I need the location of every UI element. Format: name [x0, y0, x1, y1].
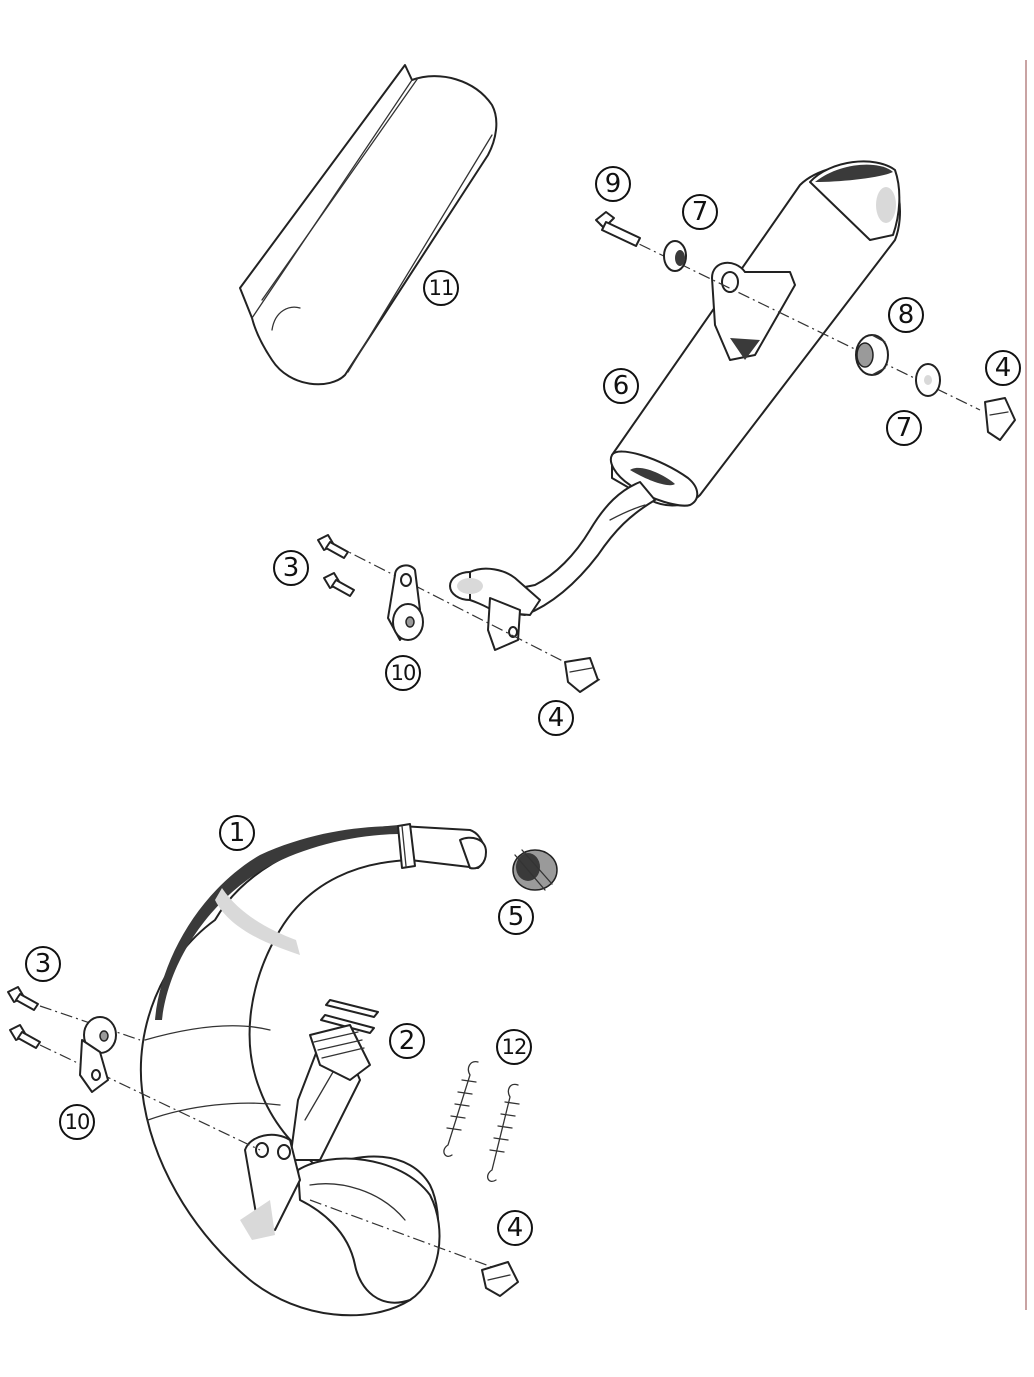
svg-text:7: 7 — [692, 197, 709, 227]
svg-text:2: 2 — [399, 1026, 416, 1056]
svg-text:4: 4 — [995, 353, 1012, 383]
part-8-rubber-grommet — [855, 334, 889, 376]
part-3-bolts-lower — [7, 986, 41, 1049]
part-6-silencer — [449, 160, 901, 651]
svg-text:10: 10 — [65, 1110, 90, 1134]
part-10-bracket-upper — [387, 564, 424, 641]
callout-3: 3 — [273, 550, 309, 586]
part-4-clip-nut-middle — [564, 657, 599, 693]
callout-7: 7 — [682, 194, 718, 230]
svg-text:6: 6 — [613, 371, 630, 401]
callout-8: 8 — [888, 297, 924, 333]
svg-text:3: 3 — [283, 553, 300, 583]
part-7-washer-upper — [663, 240, 687, 272]
part-4-clip-nut-lower — [481, 1261, 519, 1297]
svg-text:7: 7 — [896, 413, 913, 443]
part-2-o-rings — [309, 999, 379, 1081]
callout-10: 10 — [59, 1104, 95, 1140]
callout-10: 10 — [385, 655, 421, 691]
svg-text:9: 9 — [605, 169, 622, 199]
svg-text:4: 4 — [507, 1213, 524, 1243]
callout-4: 4 — [538, 700, 574, 736]
callout-4: 4 — [985, 350, 1021, 386]
part-1-expansion-chamber — [139, 823, 501, 1317]
callout-9: 9 — [595, 166, 631, 202]
assembly-axis-lower-b — [39, 1044, 261, 1151]
callout-1: 1 — [219, 815, 255, 851]
callout-6: 6 — [603, 368, 639, 404]
part-5-rubber-seal — [512, 849, 558, 891]
svg-text:5: 5 — [508, 902, 525, 932]
svg-text:11: 11 — [429, 276, 454, 300]
part-12-springs — [443, 1061, 520, 1182]
svg-text:10: 10 — [391, 661, 416, 685]
part-7-washer-lower — [915, 363, 941, 397]
svg-text:3: 3 — [35, 949, 52, 979]
callout-11: 11 — [423, 270, 459, 306]
part-11-heat-shield — [239, 64, 498, 386]
part-10-bracket-lower — [79, 1016, 117, 1093]
callout-2: 2 — [389, 1023, 425, 1059]
svg-text:8: 8 — [898, 300, 915, 330]
callout-7: 7 — [886, 410, 922, 446]
callout-4: 4 — [497, 1210, 533, 1246]
svg-text:1: 1 — [229, 818, 246, 848]
svg-text:4: 4 — [548, 703, 565, 733]
callout-12: 12 — [496, 1029, 532, 1065]
part-9-bolt — [595, 211, 641, 247]
svg-text:12: 12 — [502, 1035, 527, 1059]
callout-5: 5 — [498, 899, 534, 935]
callout-3: 3 — [25, 946, 61, 982]
assembly-axis-upper-b — [334, 544, 601, 681]
part-3-bolts-upper — [317, 534, 355, 597]
part-4-clip-nut-upper — [984, 397, 1016, 441]
